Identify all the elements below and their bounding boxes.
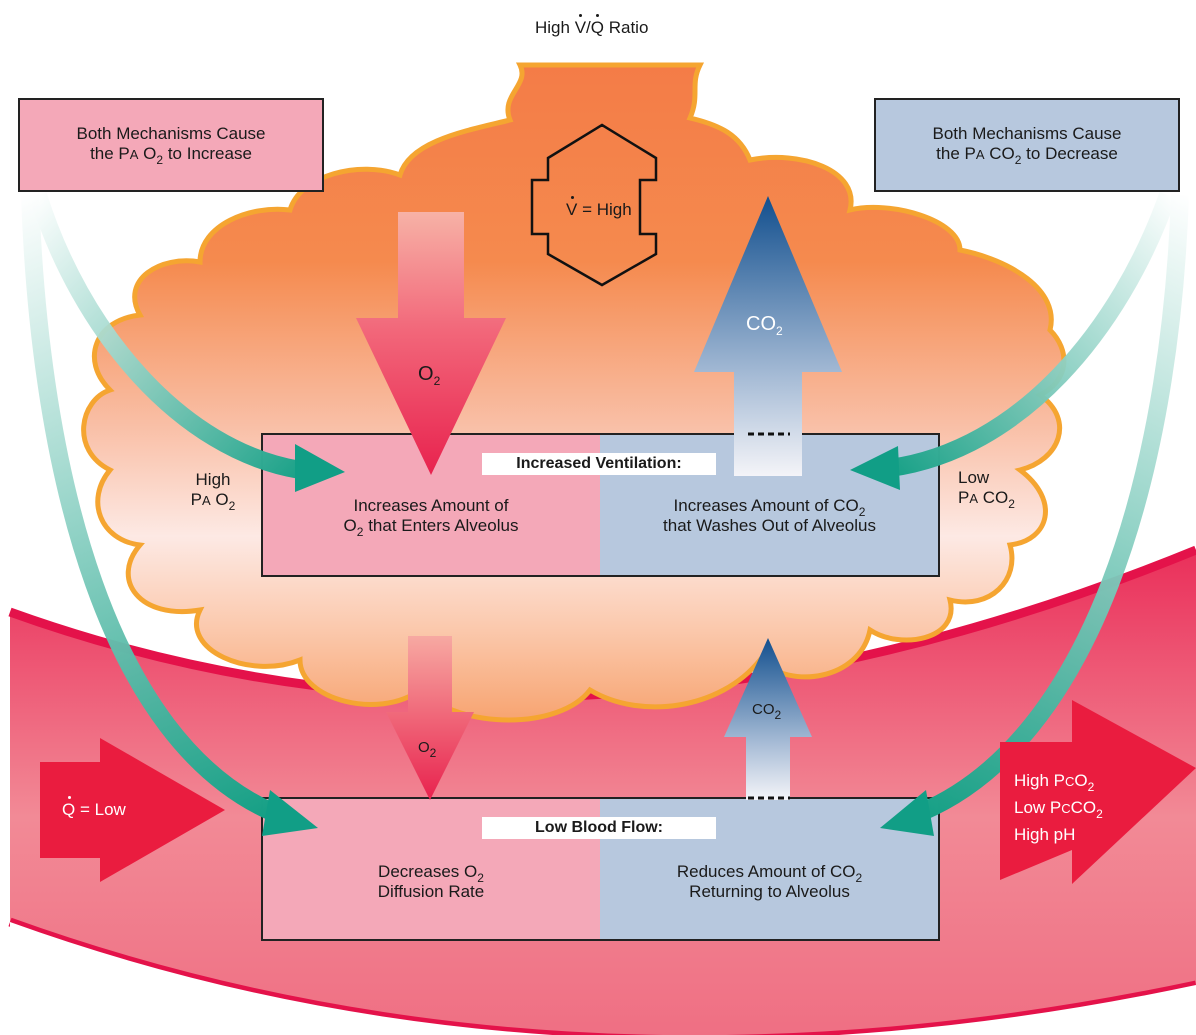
teal-arrow-right-lower: [918, 194, 1189, 821]
teal-arrow-left-upper-head: [295, 444, 345, 492]
left-note-line1: Both Mechanisms Cause: [76, 124, 266, 143]
low-blood-flow-box: [261, 797, 940, 941]
o2-small-label: O2: [418, 739, 437, 760]
low-blood-flow-left-text: Decreases O2 Diffusion Rate: [377, 862, 485, 901]
left-note-box: Both Mechanisms Cause the PA O2 to Incre…: [18, 98, 324, 192]
blood-value-pco2: Low PCCO2: [1014, 798, 1103, 821]
teal-arrow-right-upper-head: [850, 446, 900, 490]
blood-values: High PCO2 Low PCCO2 High pH: [1014, 768, 1134, 848]
o2-big-arrow: [356, 212, 506, 475]
ventilation-v-symbol: V: [566, 196, 578, 219]
low-blood-flow-header: Low Blood Flow:: [482, 817, 716, 839]
teal-arrow-right-upper: [888, 191, 1177, 477]
co2-small-label: CO2: [752, 701, 782, 722]
increased-ventilation-left-text: Increases Amount of O2 that Enters Alveo…: [343, 496, 519, 539]
low-blood-flow-right-text: Reduces Amount of CO2 Returning to Alveo…: [676, 862, 863, 901]
title-slash: /: [586, 18, 591, 37]
right-note-line1: Both Mechanisms Cause: [932, 124, 1122, 143]
left-note-line2: the PA O2 to Increase: [90, 144, 252, 167]
title-v-symbol: V: [574, 14, 587, 37]
o2-big-label: O2: [418, 363, 441, 388]
right-note-line2: the PA CO2 to Decrease: [936, 144, 1118, 167]
title-q-symbol: Q: [590, 14, 604, 37]
co2-small-arrow: [724, 638, 812, 800]
right-note-box: Both Mechanisms Cause the PA CO2 to Decr…: [874, 98, 1180, 192]
perfusion-arrow: [40, 738, 225, 882]
diagram-title: High V/Q Ratio: [535, 14, 685, 38]
increased-ventilation-right-text: Increases Amount of CO2 that Washes Out …: [663, 496, 876, 535]
teal-arrow-left-lower-head: [262, 790, 318, 836]
increased-ventilation-box: [261, 433, 940, 577]
blood-value-po2: High PCO2: [1014, 771, 1095, 794]
blood-value-ph: High pH: [1014, 825, 1076, 844]
side-left-label: High PA O2: [190, 470, 236, 513]
ventilation-label: V = High: [566, 196, 632, 219]
ventilation-hexagon: [530, 123, 658, 287]
blood-vessel-bottom-fill: [10, 922, 1196, 1035]
blood-values-arrow: [1000, 700, 1196, 884]
teal-arrow-left-upper: [29, 192, 302, 479]
title-prefix: High: [535, 18, 575, 37]
teal-arrow-right-lower-head: [880, 790, 934, 836]
title-suffix: Ratio: [604, 18, 649, 37]
blood-vessel-lower-wall: [8, 917, 1196, 1035]
increased-ventilation-header: Increased Ventilation:: [482, 453, 716, 475]
co2-big-label: CO2: [746, 313, 783, 338]
teal-arrow-left-lower: [21, 194, 276, 821]
co2-big-arrow: [694, 196, 842, 476]
side-right-label: Low PA CO2: [958, 468, 1015, 511]
perfusion-label: Q = Low: [62, 796, 126, 819]
perfusion-q-symbol: Q: [62, 796, 76, 819]
o2-small-arrow: [386, 636, 474, 800]
